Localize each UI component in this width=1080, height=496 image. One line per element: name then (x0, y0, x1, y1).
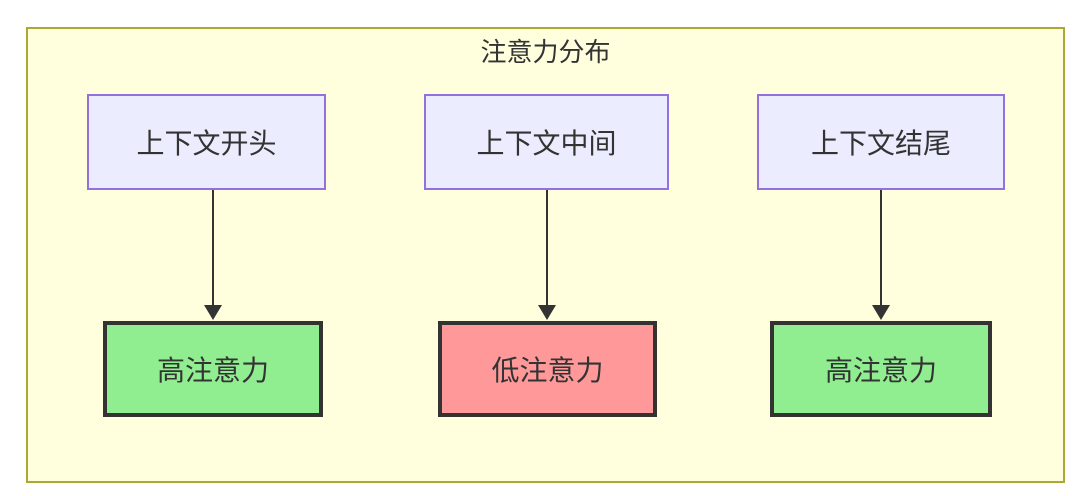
arrow-head-icon (204, 305, 222, 320)
node-label: 上下文开头 (136, 128, 277, 159)
node-context-middle: 上下文中间 (424, 94, 669, 190)
node-label: 低注意力 (491, 355, 604, 386)
arrow-head-icon (872, 305, 890, 320)
arrow-line (212, 190, 214, 306)
node-high-attention-right: 高注意力 (770, 321, 992, 417)
arrow-line (880, 190, 882, 306)
arrow-head-icon (538, 305, 556, 320)
node-low-attention-middle: 低注意力 (438, 321, 657, 417)
node-label: 高注意力 (824, 355, 937, 386)
node-context-beginning: 上下文开头 (87, 94, 326, 190)
attention-distribution-group: 注意力分布 上下文开头 上下文中间 上下文结尾 高注意力 低注意力 高注意力 (26, 27, 1065, 483)
node-high-attention-left: 高注意力 (103, 321, 323, 417)
diagram-title: 注意力分布 (480, 37, 611, 67)
node-context-end: 上下文结尾 (757, 94, 1005, 190)
node-label: 上下文中间 (476, 128, 617, 159)
arrow-line (546, 190, 548, 306)
node-label: 高注意力 (156, 355, 269, 386)
node-label: 上下文结尾 (810, 128, 951, 159)
